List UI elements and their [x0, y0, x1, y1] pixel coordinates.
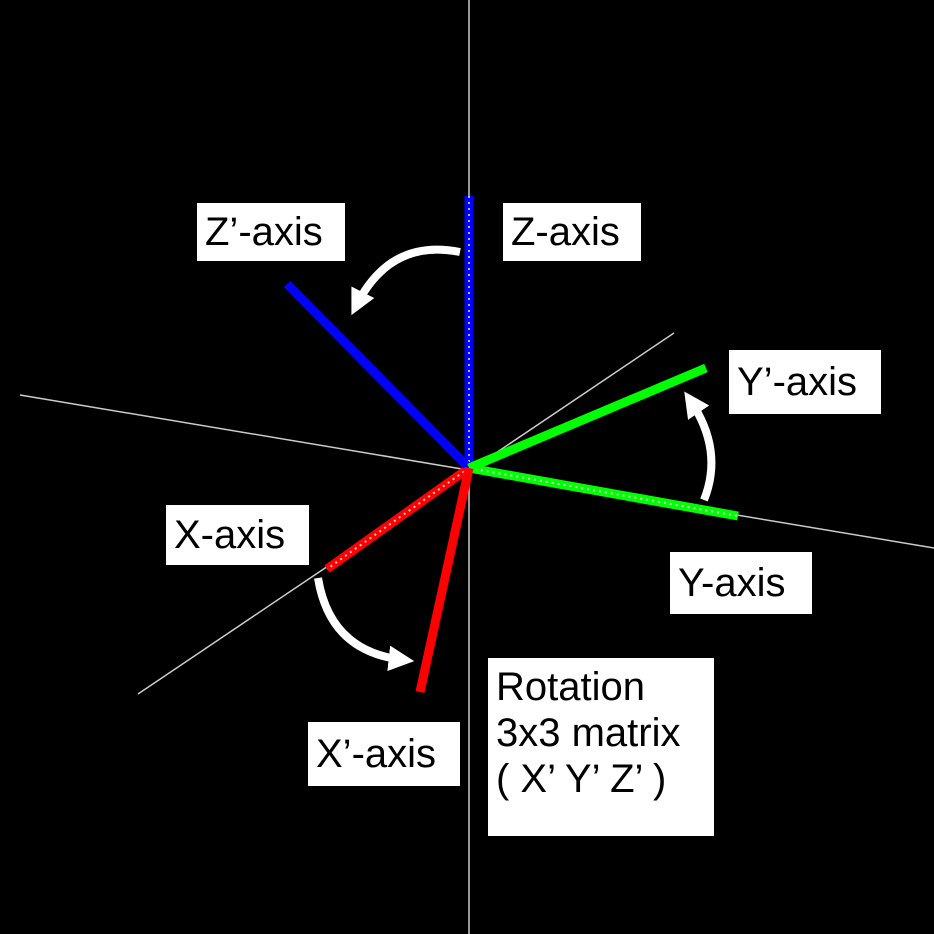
z-prime-axis-line: [283, 280, 473, 472]
rotation-label-line-1: Rotation: [496, 665, 645, 709]
x-prime-axis-label: X’-axis: [308, 722, 460, 786]
z-prime-axis-label: Z’-axis: [197, 203, 345, 261]
rotation-label-line-3: ( X’ Y’ Z’ ): [496, 757, 667, 801]
z-axis-label: Z-axis: [503, 203, 641, 261]
x-rotation-arrow: [314, 577, 415, 672]
y-rotation-arrow: [684, 391, 716, 502]
y-prime-axis-line: [467, 363, 708, 473]
y-axis-line: [468, 463, 739, 521]
y-prime-axis-label: Y’-axis: [729, 350, 881, 414]
x-axis-label: X-axis: [166, 505, 309, 565]
x-prime-axis-line: [415, 467, 474, 693]
z-rotation-arrow: [351, 245, 461, 316]
x-axis-dots: [326, 467, 470, 570]
y-axis-label: Y-axis: [670, 552, 812, 614]
rotation-label-line-2: 3x3 matrix: [496, 711, 681, 755]
rotation-matrix-label: Rotation 3x3 matrix ( X’ Y’ Z’ ): [488, 658, 714, 836]
